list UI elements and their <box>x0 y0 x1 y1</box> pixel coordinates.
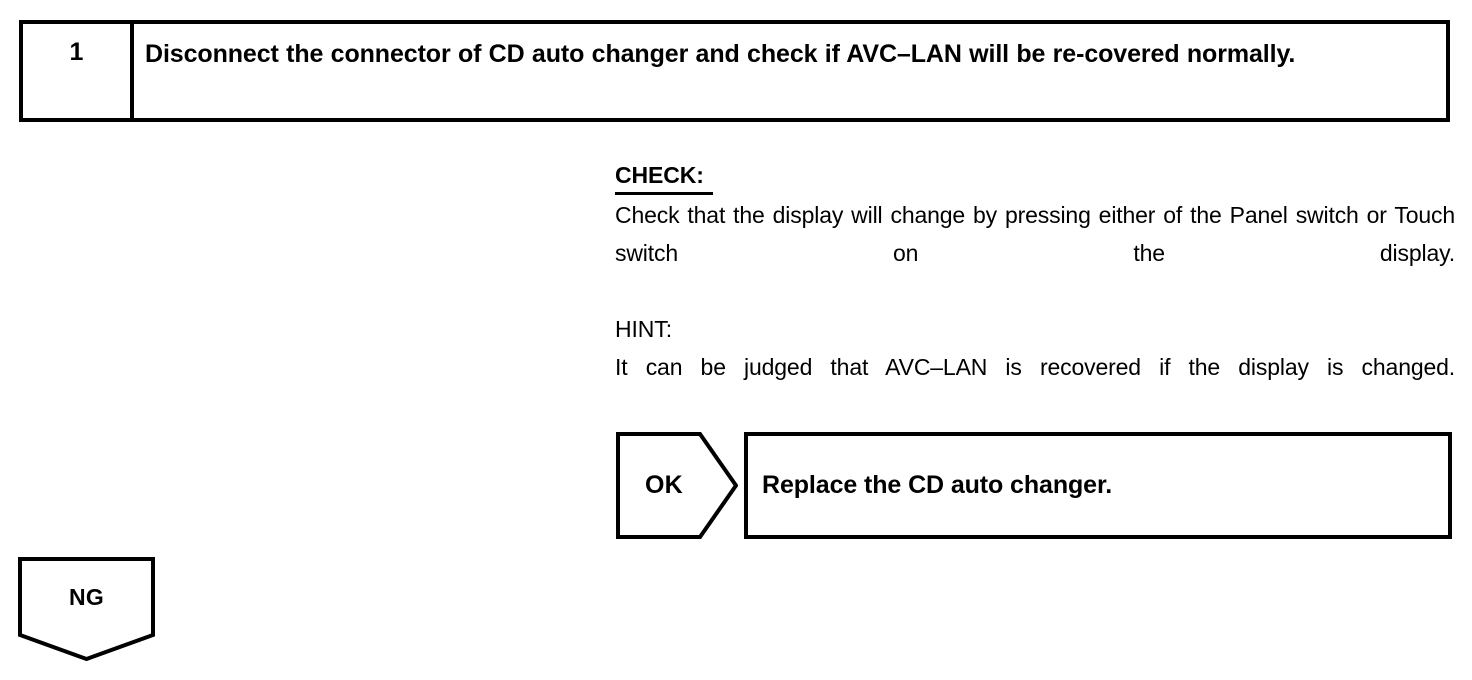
ok-result-text: Replace the CD auto changer. <box>762 471 1113 499</box>
ok-branch-row: OK Replace the CD auto changer. <box>616 432 1452 539</box>
ng-branch-shape <box>18 557 155 661</box>
hint-text: It can be judged that AVC–LAN is recover… <box>615 354 1455 380</box>
step-box: 1 Disconnect the connector of CD auto ch… <box>19 20 1450 122</box>
step-number: 1 <box>69 38 84 66</box>
ok-result-box: Replace the CD auto changer. <box>744 432 1452 539</box>
check-label-row: CHECK: <box>615 158 1455 196</box>
step-number-cell: 1 <box>23 24 134 118</box>
check-text: Check that the display will change by pr… <box>615 202 1455 266</box>
ng-branch-label: NG <box>68 583 105 610</box>
hint-label-row: HINT: <box>615 310 1455 348</box>
ok-arrow-shape <box>616 432 738 539</box>
detail-block: CHECK: Check that the display will chang… <box>615 158 1455 424</box>
step-instruction-cell: Disconnect the connector of CD auto chan… <box>134 24 1446 118</box>
ok-branch-label: OK <box>644 471 684 499</box>
hint-label: HINT: <box>615 316 673 342</box>
check-label: CHECK: <box>615 158 713 195</box>
step-instruction-text: Disconnect the connector of CD auto chan… <box>145 40 1296 68</box>
